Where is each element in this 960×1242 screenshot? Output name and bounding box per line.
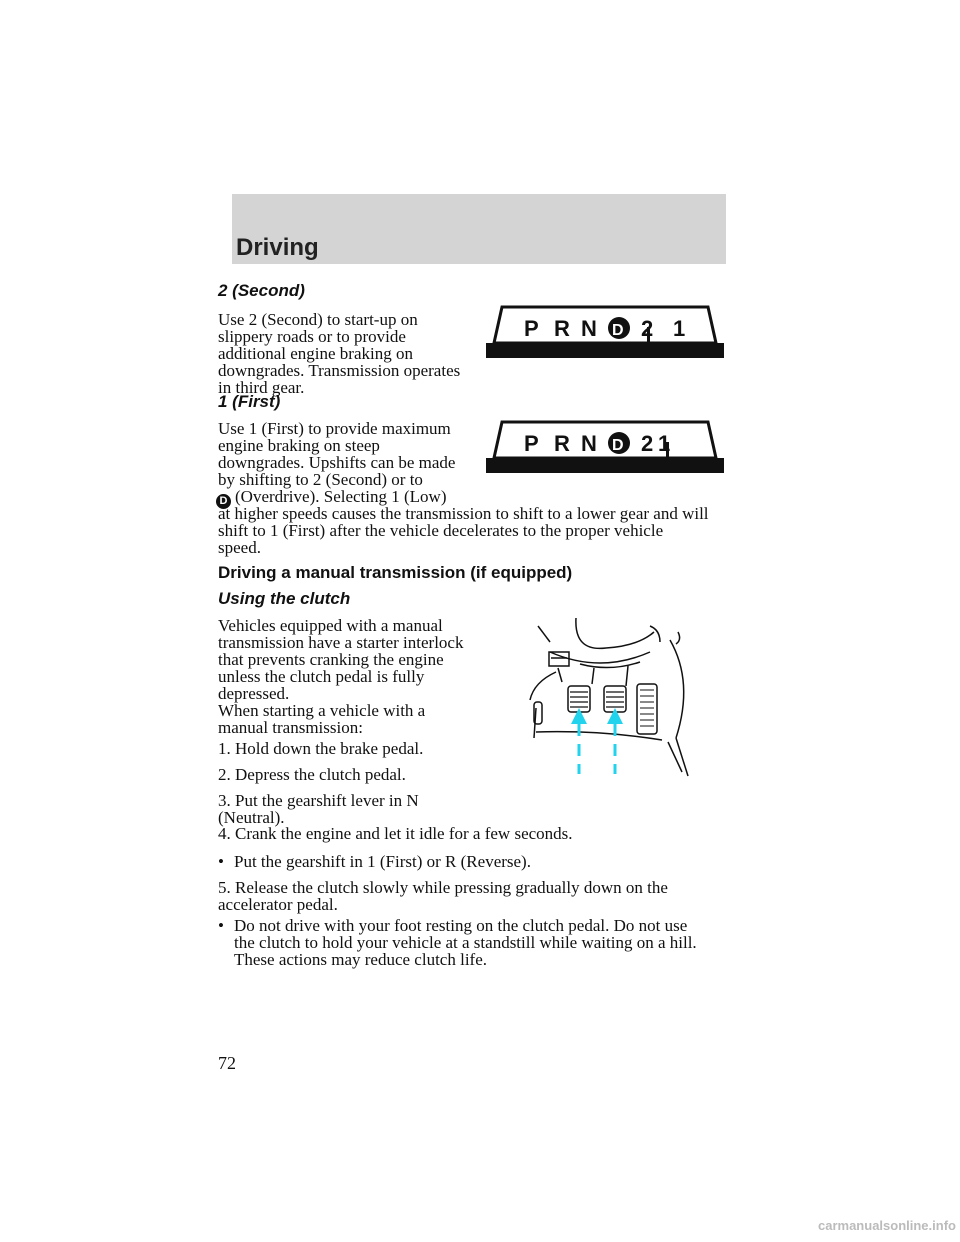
arrow-brake-icon <box>607 708 623 774</box>
line: in third gear. <box>218 378 305 397</box>
accelerator-pedal <box>636 683 658 735</box>
line: unless the clutch pedal is fully <box>218 667 425 686</box>
line: When starting a vehicle with a <box>218 701 426 720</box>
gear-letter-p: P <box>524 431 539 456</box>
footer-logo: carmanualsonline.info <box>818 1218 956 1233</box>
line: accelerator pedal. <box>218 895 338 914</box>
gear-selector-figure-second: P R N D 2 1 <box>486 305 724 358</box>
line: 3. Put the gearshift lever in N <box>218 791 419 810</box>
line: D (Overdrive). Selecting 1 (Low) <box>216 487 468 509</box>
bullet-text: Put the gearshift in 1 (First) or R (Rev… <box>234 852 531 871</box>
gear-pointer <box>647 327 650 344</box>
step-2: 2. Depress the clutch pedal. <box>218 765 406 784</box>
overdrive-icon: D <box>216 494 231 509</box>
starting-intro: When starting a vehicle with a manual tr… <box>218 702 468 736</box>
bullet-dot: • <box>218 916 224 935</box>
heading-first: 1 (First) <box>218 392 281 411</box>
line: speed. <box>218 538 261 557</box>
heading-clutch: Using the clutch <box>218 589 351 608</box>
gear-pointer <box>666 442 669 459</box>
page-title: Driving <box>236 234 319 261</box>
step-5: 5. Release the clutch slowly while press… <box>218 879 728 913</box>
first-description-wide: at higher speeds causes the transmission… <box>218 505 728 556</box>
page-number: 72 <box>218 1053 236 1073</box>
line: depressed. <box>218 684 290 703</box>
gear-letter-1: 1 <box>673 316 685 341</box>
gear-letter-p: P <box>524 316 539 341</box>
line: that prevents cranking the engine <box>218 650 444 669</box>
line: downgrades. Upshifts can be made <box>218 453 456 472</box>
gear-selector-figure-first: P R N D 2 1 <box>486 420 724 473</box>
second-description: Use 2 (Second) to start-up on slippery r… <box>218 311 468 396</box>
line: Use 2 (Second) to start-up on <box>218 310 418 329</box>
line: at higher speeds causes the transmission… <box>218 504 709 523</box>
header-band <box>232 194 726 264</box>
gear-letter-r: R <box>554 431 570 456</box>
clutch-interlock-text: Vehicles equipped with a manual transmis… <box>218 617 468 702</box>
first-description: Use 1 (First) to provide maximum engine … <box>216 419 468 509</box>
step-3: 3. Put the gearshift lever in N (Neutral… <box>218 792 468 826</box>
bullet-dot: • <box>218 852 224 871</box>
step-4: 4. Crank the engine and let it idle for … <box>218 824 573 843</box>
gear-letter-d: D <box>612 322 624 339</box>
line: These actions may reduce clutch life. <box>234 950 487 969</box>
line: Do not drive with your foot resting on t… <box>234 916 688 935</box>
heading-manual: Driving a manual transmission (if equipp… <box>218 563 573 582</box>
line: Vehicles equipped with a manual <box>218 616 443 635</box>
line: Use 1 (First) to provide maximum <box>218 419 451 438</box>
step-1: 1. Hold down the brake pedal. <box>218 739 424 758</box>
line: by shifting to 2 (Second) or to <box>218 470 423 489</box>
heading-second: 2 (Second) <box>218 281 305 300</box>
gear-letter-r: R <box>554 316 570 341</box>
line: shift to 1 (First) after the vehicle dec… <box>218 521 664 540</box>
line: engine braking on steep <box>218 436 380 455</box>
gear-letter-2: 2 <box>641 431 653 456</box>
bullet-text: Do not drive with your foot resting on t… <box>234 917 734 968</box>
gear-letter-n: N <box>581 431 597 456</box>
line: the clutch to hold your vehicle at a sta… <box>234 933 697 952</box>
line: slippery roads or to provide <box>218 327 406 346</box>
line: (Neutral). <box>218 808 285 827</box>
line: 5. Release the clutch slowly while press… <box>218 878 668 897</box>
line: additional engine braking on <box>218 344 413 363</box>
line: downgrades. Transmission operates <box>218 361 461 380</box>
line: manual transmission: <box>218 718 363 737</box>
gear-letter-d: D <box>612 437 624 454</box>
gear-letter-n: N <box>581 316 597 341</box>
overdrive-text: (Overdrive). Selecting 1 (Low) <box>235 487 447 506</box>
line: transmission have a starter interlock <box>218 633 464 652</box>
pedal-illustration <box>529 617 689 777</box>
arrow-clutch-icon <box>571 708 587 774</box>
